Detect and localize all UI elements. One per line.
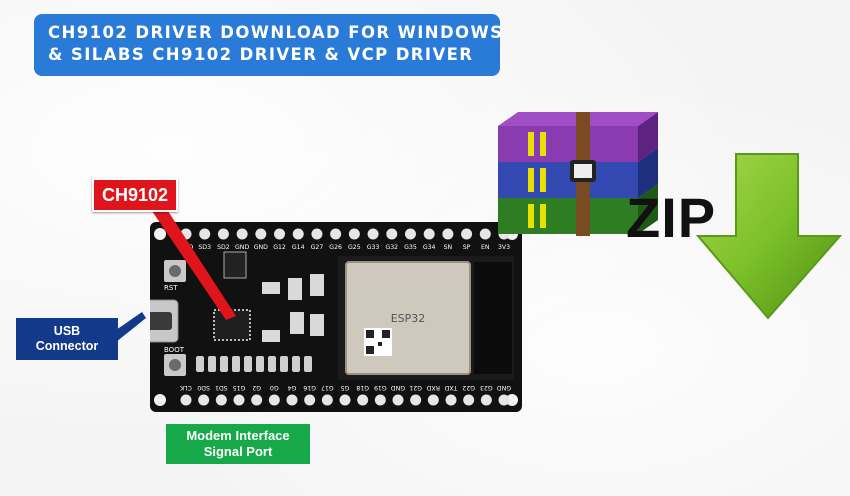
pin-label: CLK — [179, 384, 192, 391]
top-pin-holes-hole — [199, 228, 211, 240]
pin-label: G32 — [385, 244, 398, 251]
top-pin-holes-hole — [330, 228, 342, 240]
top-pin-holes-hole — [423, 228, 435, 240]
download-arrow-icon — [695, 153, 843, 320]
pin-label: SD2 — [217, 244, 230, 251]
pin-label: G14 — [292, 244, 305, 251]
pin-label: G17 — [321, 384, 334, 391]
modem-interface-callout: Modem Interface Signal Port — [166, 424, 310, 464]
top-pin-holes-hole — [479, 228, 491, 240]
usb-pointer — [116, 312, 146, 342]
pin-label: SD0 — [197, 384, 210, 391]
pin-label: G26 — [329, 244, 342, 251]
pin-label: SP — [463, 244, 471, 251]
top-pin-holes-hole — [442, 228, 454, 240]
usb-connector-callout: USB Connector — [16, 318, 118, 360]
top-pin-holes-hole — [311, 228, 323, 240]
pin-label: RXD — [426, 384, 440, 391]
top-pin-holes-hole — [404, 228, 416, 240]
modem-callout-line-2: Signal Port — [203, 444, 273, 459]
pin-label: G19 — [374, 384, 387, 391]
pin-label: G0 — [270, 384, 279, 391]
bottom-pin-holes-hole — [392, 394, 404, 406]
winrar-archive-icon — [498, 112, 658, 236]
pin-label: G25 — [348, 244, 361, 251]
usb-callout-line-2: Connector — [35, 339, 99, 353]
pin-label: TXD — [444, 384, 458, 391]
pin-label: G16 — [303, 384, 316, 391]
bottom-pin-holes-hole — [498, 394, 510, 406]
pin-label: G23 — [480, 384, 493, 391]
top-pin-header: CMDSD3SD2GNDGNDG12G14G27G26G25G33G32G35G… — [179, 228, 510, 251]
pin-label: G12 — [273, 244, 286, 251]
modem-callout-line-1: Modem Interface — [186, 428, 290, 443]
bottom-pin-holes-hole — [410, 394, 422, 406]
bottom-pin-holes-hole — [321, 394, 333, 406]
bottom-pin-holes-hole — [251, 394, 263, 406]
usb-callout-line-1: USB — [53, 324, 81, 338]
bottom-pin-holes-hole — [480, 394, 492, 406]
bottom-pin-holes-hole — [339, 394, 351, 406]
pin-label: 3V3 — [498, 244, 510, 251]
pin-label: G34 — [423, 244, 436, 251]
pin-label: SD1 — [215, 384, 228, 391]
title-banner: CH9102 DRIVER DOWNLOAD FOR WINDOWS & SIL… — [34, 14, 504, 76]
pin-label: G2 — [252, 384, 261, 391]
title-line-2: & SILABS CH9102 DRIVER & VCP DRIVER — [48, 45, 474, 64]
pin-label: GND — [391, 384, 405, 391]
bottom-pin-holes-hole — [357, 394, 369, 406]
bottom-pin-holes-hole — [268, 394, 280, 406]
rst-label: RST — [164, 284, 178, 292]
top-pin-holes-hole — [386, 228, 398, 240]
pin-label: G15 — [233, 384, 246, 391]
top-pin-holes-hole — [274, 228, 286, 240]
bottom-pin-holes-hole — [215, 394, 227, 406]
top-pin-holes-hole — [348, 228, 360, 240]
bottom-pin-holes-hole — [198, 394, 210, 406]
pin-label: GND — [254, 244, 268, 251]
top-pin-holes-hole — [292, 228, 304, 240]
top-pin-holes-hole — [255, 228, 267, 240]
top-pin-holes-hole — [236, 228, 248, 240]
pin-label: G5 — [341, 384, 350, 391]
top-pin-holes-hole — [217, 228, 229, 240]
pin-label: GND — [235, 244, 249, 251]
bottom-pin-holes-hole — [304, 394, 316, 406]
bottom-pin-holes-hole — [286, 394, 298, 406]
bottom-pin-holes-hole — [233, 394, 245, 406]
pin-label: G35 — [404, 244, 417, 251]
pin-label: SN — [444, 244, 453, 251]
top-pin-holes-hole — [461, 228, 473, 240]
bottom-pin-holes-hole — [374, 394, 386, 406]
bottom-pin-holes-hole — [180, 394, 192, 406]
bottom-pin-holes-hole — [463, 394, 475, 406]
pin-label: EN — [481, 244, 490, 251]
pin-label: GND — [497, 384, 511, 391]
title-line-1: CH9102 DRIVER DOWNLOAD FOR WINDOWS — [48, 23, 504, 42]
pin-label: G22 — [462, 384, 475, 391]
bottom-pin-holes-hole — [445, 394, 457, 406]
pin-label: G21 — [409, 384, 422, 391]
bottom-pin-header: CLK SD0 SD1 G15 G2 G0 G4 G16 G17 G5 G18 G19 GND G21 RX… — [179, 384, 511, 406]
bottom-pin-holes-hole — [427, 394, 439, 406]
pin-label: SD3 — [198, 244, 211, 251]
esp32-board: CMDSD3SD2GNDGNDG12G14G27G26G25G33G32G35G… — [150, 222, 522, 412]
pin-label: G27 — [311, 244, 324, 251]
top-pin-holes-hole — [367, 228, 379, 240]
pin-label: G18 — [356, 384, 369, 391]
pin-label: G33 — [367, 244, 380, 251]
ch9102-callout: CH9102 — [92, 178, 178, 212]
module-label: ESP32 — [391, 312, 426, 325]
ch9102-pointer — [150, 208, 236, 320]
boot-label: BOOT — [164, 346, 185, 354]
pin-label: G4 — [288, 384, 297, 391]
